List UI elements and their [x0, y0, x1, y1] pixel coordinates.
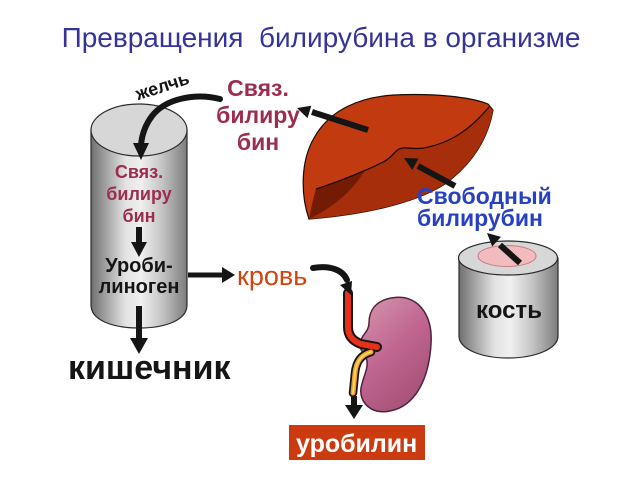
arrow-bile-curve: [138, 93, 223, 148]
conjugated-bilirubin-line2: билиру: [216, 102, 300, 128]
kidney-vessels: [343, 288, 382, 398]
conjugated-cyl-line3: бин: [122, 206, 155, 226]
arrow-to-blood-head: [222, 267, 235, 283]
arrow-free-to-liver: [416, 163, 457, 189]
liver-lower-edge: [309, 169, 366, 219]
ureter-highlight: [352, 351, 372, 394]
intestine-cylinder-top: [90, 103, 188, 157]
liver-lower-lobe: [309, 107, 493, 219]
urobilin-box-rect: [289, 425, 425, 460]
arrow-bone-to-free-head: [487, 233, 501, 247]
arrow-blood-to-kidney: [310, 264, 350, 283]
arrow-blood-to-kidney-head: [340, 281, 352, 295]
urobilin-box: уробилин: [289, 425, 425, 460]
intestine-label: кишечник: [68, 349, 231, 387]
conjugated-cyl-line1: Связ.: [115, 162, 163, 182]
arrow-kidney-to-urobilin-head: [345, 405, 363, 419]
conjugated-cyl-line2: билиру: [106, 184, 171, 204]
conjugated-bilirubin-line3: бин: [237, 129, 279, 155]
arrow-conj-to-urobilinogen-head: [131, 242, 147, 257]
free-bilirubin-label: Свободный билирубин: [417, 183, 552, 231]
urobilinogen-line1: Уроби-: [105, 255, 172, 277]
arrow-bile-head: [133, 143, 149, 160]
urobilinogen-line2: линоген: [99, 276, 180, 298]
urobilin-label: уробилин: [296, 430, 417, 458]
arrow-to-intestine-head: [130, 338, 148, 354]
urobilinogen-label: Уроби- линоген: [99, 255, 180, 298]
arrow-liver-to-conj: [311, 109, 369, 133]
renal-artery: [345, 290, 380, 350]
page-title: Превращения билирубина в организме: [62, 22, 581, 53]
flow-arrows: [130, 93, 523, 419]
bone-cylinder-body: [458, 257, 559, 359]
arrow-liver-to-conj-head: [297, 105, 312, 119]
kidney-shape: [359, 296, 432, 413]
liver-margin-line: [315, 106, 490, 190]
arrow-free-to-liver-head: [404, 158, 419, 170]
arrow-bone-to-free: [497, 242, 523, 266]
free-bilirubin-line1: Свободный: [417, 183, 552, 209]
bone-label: кость: [476, 297, 542, 324]
conjugated-bilirubin-line1: Связ.: [227, 75, 289, 101]
conjugated-bilirubin-label: Связ. билиру бин: [216, 75, 300, 155]
blood-label: кровь: [237, 261, 307, 291]
free-bilirubin-line2: билирубин: [417, 205, 543, 231]
conjugated-bilirubin-cylinder-label: Связ. билиру бин: [106, 162, 171, 226]
